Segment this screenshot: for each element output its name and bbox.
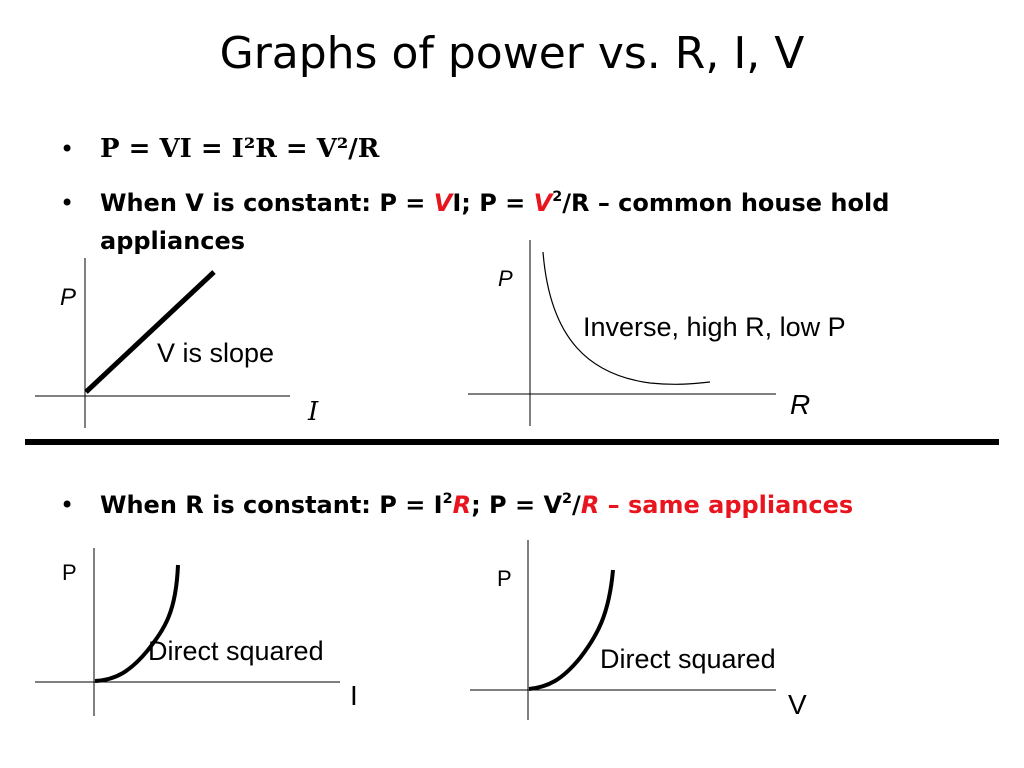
bullet-v-constant: • When V is constant: P = VI; P = V2/R –… — [60, 184, 980, 260]
r-constant-slash: / — [572, 491, 581, 519]
g1-annotation: V is slope — [157, 338, 274, 368]
g1-x-label: I — [307, 397, 319, 427]
v-constant-mid: I; P = — [452, 189, 534, 217]
section-divider — [25, 439, 999, 445]
bullet-dot: • — [60, 491, 75, 519]
r-constant-rest: – same appliances — [599, 491, 854, 519]
g3-squared-curve — [94, 564, 180, 683]
g1-y-label: P — [60, 284, 76, 311]
g3-y-label: P — [62, 560, 77, 585]
v-constant-rest: /R – common house hold — [562, 189, 890, 217]
graph-p-vs-i-squared: P I Direct squared — [35, 548, 358, 716]
r-constant-mid: ; P = V — [471, 491, 563, 519]
g2-y-label: P — [498, 266, 513, 291]
v-constant-line2: appliances — [100, 227, 246, 255]
bullet-dot: • — [60, 189, 75, 217]
slide-title: Graphs of power vs. R, I, V — [219, 28, 805, 79]
g4-squared-curve — [528, 569, 615, 691]
g2-annotation: Inverse, high R, low P — [583, 312, 846, 342]
v-variable-1: V — [433, 189, 453, 217]
v-squared-exponent: 2 — [552, 188, 563, 205]
g2-x-label: R — [790, 389, 810, 420]
g3-annotation: Direct squared — [148, 636, 324, 666]
v-variable-2: V — [533, 189, 553, 217]
g4-annotation: Direct squared — [600, 644, 776, 674]
graph-p-vs-v-squared: P V Direct squared — [470, 540, 807, 720]
v-squared-exponent-2: 2 — [562, 490, 573, 507]
v-constant-prefix: When V is constant: P = — [100, 189, 434, 217]
r-variable-2: R — [580, 491, 600, 519]
g4-x-label: V — [788, 689, 807, 720]
g3-x-label: I — [350, 680, 358, 711]
bullet-dot: • — [60, 135, 75, 163]
i-squared-exponent: 2 — [442, 490, 453, 507]
graph-p-vs-i-linear: P I V is slope — [35, 258, 319, 428]
g4-y-label: P — [497, 566, 512, 591]
power-equation: P = VI = I²R = V²/R — [100, 134, 380, 164]
g1-linear-line — [84, 270, 216, 394]
bullet-power-equation: • P = VI = I²R = V²/R — [60, 130, 380, 168]
graph-p-vs-r-inverse: P R Inverse, high R, low P — [468, 240, 846, 426]
bullet-r-constant: • When R is constant: P = I2R; P = V2/R … — [60, 486, 854, 524]
r-constant-prefix: When R is constant: P = I — [100, 491, 443, 519]
r-variable-1: R — [452, 491, 472, 519]
g2-inverse-curve — [542, 251, 711, 385]
